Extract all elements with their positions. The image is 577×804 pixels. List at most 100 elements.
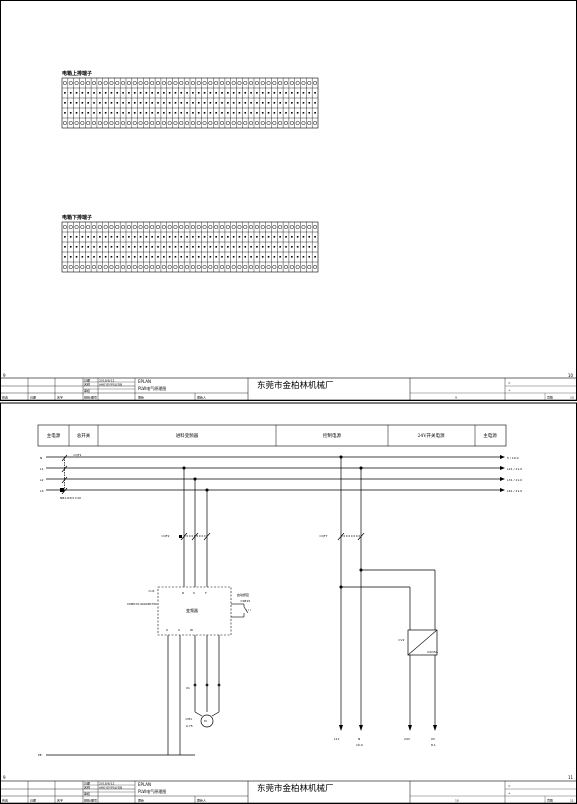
lower-top-screw-27 (214, 225, 219, 229)
upper-mark-b-11 (122, 102, 124, 104)
upper-mark-a-23 (192, 92, 194, 94)
main-breaker-spec: NB1-63/3 C10 (60, 496, 81, 500)
upper-top-screw-40 (289, 81, 294, 85)
upper-mark-c-16 (151, 112, 153, 114)
lower-mark-a-3 (75, 236, 78, 238)
lower-top-screw-35 (260, 225, 265, 229)
lower-top-screw-44 (313, 225, 318, 229)
lower-mark-c-14 (139, 256, 142, 258)
lower-mark-a-6 (93, 236, 95, 238)
lower-mark-a-24 (197, 236, 200, 238)
lower-mark-c-9 (110, 256, 113, 258)
lower-mark-c-29 (227, 256, 229, 258)
upper-terminal-strip (61, 77, 319, 129)
lower-bottom-screw-12 (126, 265, 131, 269)
upper-mark-b-35 (261, 102, 264, 104)
vfd-model: CDBP-M-4040P0750 (127, 602, 157, 606)
lower-mark-c-3 (75, 256, 78, 258)
page-1-corner-right: 10 (568, 373, 574, 378)
upper-mark-a-37 (273, 92, 276, 94)
lower-mark-c-38 (279, 256, 281, 258)
lower-mark-c-16 (151, 256, 153, 258)
lower-mark-b-10 (116, 246, 119, 248)
lower-mark-b-20 (174, 246, 177, 248)
lower-top-screw-9 (109, 225, 114, 229)
motor-spec: 0.75 (186, 724, 193, 728)
upper-mark-b-22 (186, 102, 188, 104)
lower-bottom-screw-30 (231, 265, 236, 269)
tb1-company: 东莞市金柏林机械厂 (257, 380, 334, 391)
lower-bottom-screw-7 (97, 265, 102, 269)
upper-mark-a-15 (145, 92, 148, 94)
upper-bottom-screw-20 (173, 121, 178, 125)
tb1-eplan: EPLAN (138, 379, 151, 384)
lower-mark-b-43 (308, 246, 311, 248)
lower-bottom-screw-9 (109, 265, 114, 269)
tb2-page-no: 10 (455, 799, 459, 803)
lower-top-screw-37 (272, 225, 277, 229)
lower-mark-b-26 (209, 246, 212, 248)
lower-bottom-screw-33 (249, 265, 254, 269)
lower-mark-c-43 (308, 256, 311, 258)
upper-mark-a-12 (128, 92, 130, 94)
upper-mark-c-3 (75, 112, 78, 114)
upper-top-screw-21 (179, 81, 184, 85)
lower-mark-a-12 (128, 236, 130, 238)
upper-mark-c-36 (267, 112, 270, 114)
lower-mark-c-40 (291, 256, 293, 258)
upper-bottom-screw-2 (68, 121, 73, 125)
lower-bottom-screw-16 (150, 265, 155, 269)
lower-mark-c-28 (221, 256, 223, 258)
lower-bottom-screw-40 (289, 265, 294, 269)
upper-bottom-screw-42 (301, 121, 306, 125)
lower-top-screw-22 (185, 225, 190, 229)
upper-top-screw-23 (190, 81, 195, 85)
lower-bottom-screw-15 (144, 265, 149, 269)
lower-bottom-screw-27 (214, 265, 219, 269)
psu-spec: 24V/5A (427, 650, 439, 654)
lower-top-screw-10 (115, 225, 120, 229)
lower-mark-a-17 (157, 236, 159, 238)
upper-top-screw-37 (272, 81, 277, 85)
upper-top-screw-32 (243, 81, 248, 85)
upper-top-screw-2 (68, 81, 73, 85)
upper-top-screw-14 (138, 81, 143, 85)
psu-box (407, 629, 438, 656)
lower-mark-c-31 (238, 256, 241, 258)
upper-bottom-screw-40 (289, 121, 294, 125)
lower-mark-b-41 (296, 246, 299, 248)
tb1-page-label: 页数 (547, 395, 553, 400)
page-2: 9 11 主电源 总开关 进料变频器 控制电源 24V开关电源 主电源 (0, 402, 577, 804)
lower-bottom-screw-20 (173, 265, 178, 269)
lower-bottom-screw-18 (161, 265, 166, 269)
upper-mark-a-8 (104, 92, 107, 94)
lower-strip-title: 电箱下排端子 (62, 214, 92, 221)
section-header: 主电源 总开关 进料变频器 控制电源 24V开关电源 主电源 (37, 424, 507, 447)
upper-strip-title: 电箱上排端子 (62, 70, 92, 77)
upper-mark-b-14 (139, 102, 142, 104)
upper-mark-a-44 (314, 92, 316, 94)
bus-lines (46, 455, 505, 492)
upper-top-screw-8 (103, 81, 108, 85)
section-main-power-right: 主电源 (483, 432, 497, 439)
title-block-page-2: 日期 2018/8/12 名称 AHEYDYPSLYDB 审核 规格/图号 修改… (0, 781, 577, 804)
lower-bottom-screw-42 (301, 265, 306, 269)
upper-top-screw-13 (132, 81, 137, 85)
upper-mark-c-8 (104, 112, 107, 114)
lower-top-screw-28 (220, 225, 224, 229)
lower-mark-b-6 (93, 246, 95, 248)
lower-bottom-screw-24 (196, 265, 201, 269)
upper-mark-b-4 (81, 102, 84, 104)
upper-top-screw-44 (313, 81, 318, 85)
lower-mark-b-29 (227, 246, 229, 248)
lower-mark-b-9 (110, 246, 113, 248)
lower-mark-c-36 (267, 256, 270, 258)
upper-mark-c-24 (197, 112, 200, 114)
motor-wiring (46, 635, 221, 756)
lower-bottom-screw-41 (295, 265, 300, 269)
lower-top-screw-43 (307, 225, 312, 229)
main-breaker-ref: =QF1 (73, 453, 82, 457)
vfd-pin-r: R (182, 591, 184, 595)
upper-mark-a-34 (256, 92, 258, 94)
lower-mark-b-39 (285, 246, 287, 248)
